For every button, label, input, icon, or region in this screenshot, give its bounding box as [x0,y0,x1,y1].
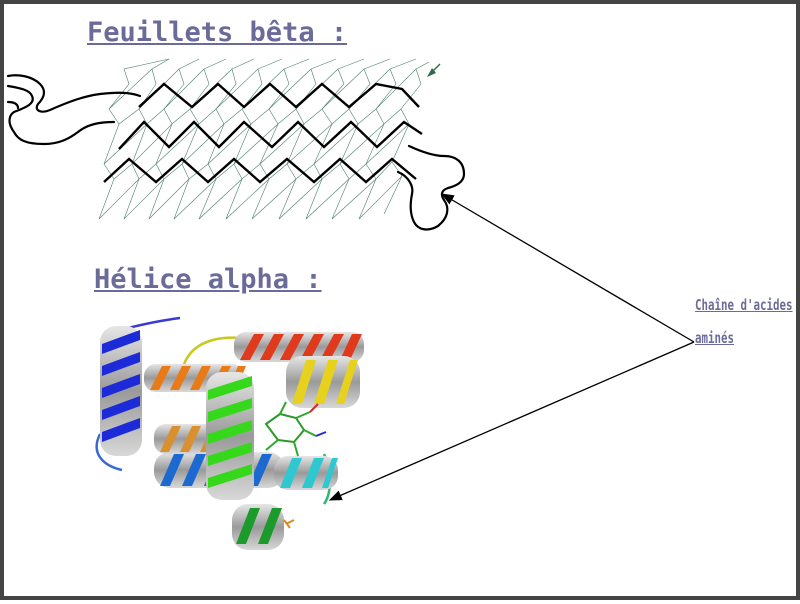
alpha-helix-structure [95,316,364,550]
yellow-helix [286,356,360,408]
callout-arrows [328,193,695,501]
diagram-canvas [6,58,695,550]
alpha-helix-title: Hélice alpha : [94,264,322,295]
sheet-direction-arrow [427,63,441,77]
heme-ligand [264,401,327,529]
beta-strands [103,82,423,184]
blue-helix [100,326,142,456]
beta-sheet-title: Feuillets bêta : [87,17,348,48]
cyan-helix [274,456,338,490]
amino-acid-chain-label: Chaîne d'acides aminés [695,289,793,355]
green-helix [206,372,254,500]
callout-line-1: Chaîne d'acides [695,296,793,314]
callout-line-2: aminés [695,329,735,347]
red-helix [234,332,364,362]
darkgreen-helix [232,504,284,550]
